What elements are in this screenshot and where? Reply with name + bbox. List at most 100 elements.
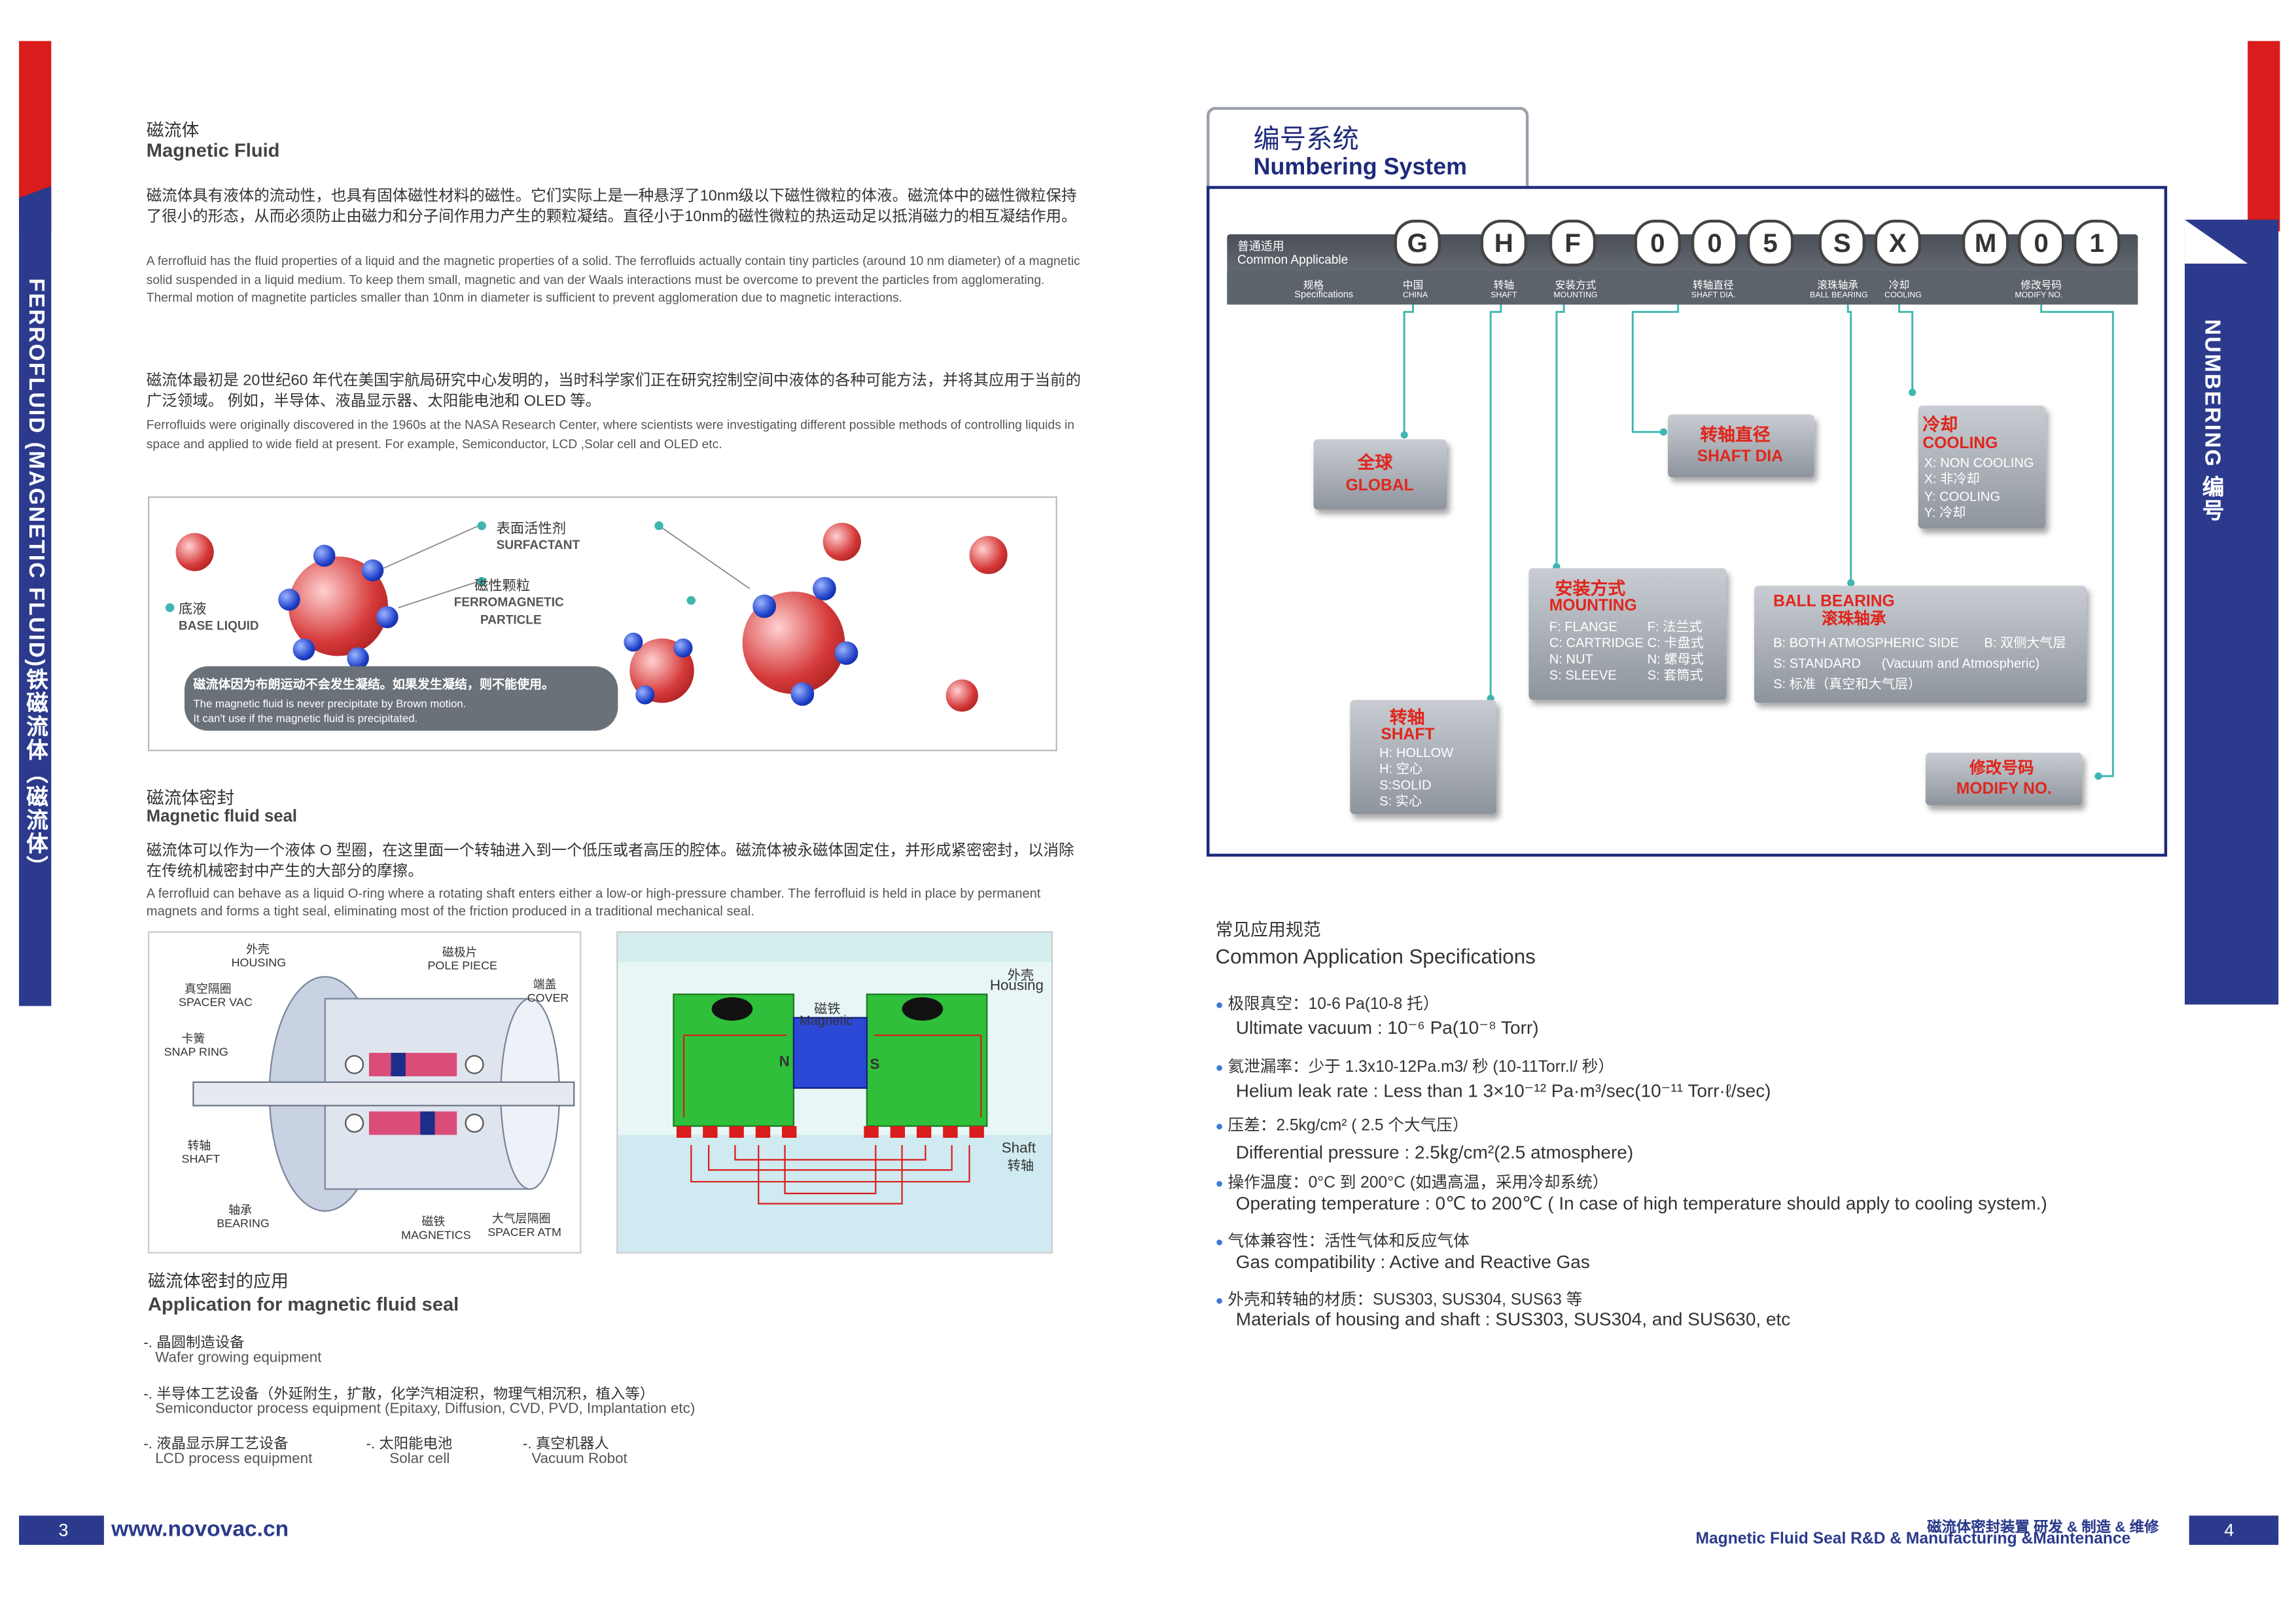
surfactant-dot	[624, 632, 643, 652]
field-label-en: MODIFY NO.	[2015, 291, 2063, 300]
seal-title-en: Magnetic fluid seal	[146, 808, 298, 826]
spec-item-en: Differential pressure : 2.5㎏/cm²(2.5 atm…	[1235, 1142, 1634, 1163]
magnetic-fluid-para1-cn: 磁流体具有液体的流动性，也具有固体磁性材料的磁性。它们实际上是一种悬浮了10nm…	[146, 187, 1077, 226]
code-letter: 0	[2017, 219, 2065, 267]
shaft-label-cn: 转轴	[187, 1139, 211, 1153]
right-sidebar	[2184, 219, 2279, 1005]
specs-title-cn: 常见应用规范	[1215, 919, 1321, 940]
global-card: 全球 GLOBAL	[1313, 439, 1447, 510]
left-sidebar-title: FERROFLUID (MAGNETIC FLUID)铁磁流体（磁流体）	[23, 278, 48, 879]
application-item-en: Vacuum Robot	[531, 1451, 627, 1468]
pole-label-en: POLE PIECE	[427, 959, 497, 973]
flux-magnet-cn: 磁铁	[814, 1001, 841, 1017]
magnetics-label-en: MAGNETICS	[401, 1228, 471, 1242]
housing-label-cn: 外壳	[245, 943, 270, 957]
code-letter: F	[1549, 219, 1597, 267]
seal-cutaway-drawing	[192, 976, 575, 1212]
code-letter: 0	[1634, 219, 1682, 267]
bullet-icon: ●	[1215, 1118, 1224, 1134]
surfactant-dot	[752, 594, 777, 618]
left-sidebar	[19, 186, 52, 1006]
spec-item-cn: ● 外壳和转轴的材质：SUS303, SUS304, SUS63 等	[1215, 1291, 1583, 1309]
flux-south: S	[870, 1057, 880, 1074]
code-letter: X	[1874, 219, 1922, 267]
spacer-vac-label-en: SPACER VAC	[179, 995, 253, 1009]
right-red-band	[2248, 41, 2280, 232]
ferro-label-cn: 磁性颗粒	[474, 578, 531, 595]
application-item-cn: -. 液晶显示屏工艺设备	[143, 1436, 289, 1453]
particle-diagram: 表面活性剂 SURFACTANT 磁性颗粒 FERROMAGNETIC PART…	[148, 496, 1057, 752]
numbering-tab: 编号系统 Numbering System	[1207, 107, 1529, 192]
surfactant-dot	[361, 559, 384, 582]
field-label-en: MOUNTING	[1553, 291, 1598, 300]
footer-tagline-en: Magnetic Fluid Seal R&D & Manufacturing …	[1695, 1530, 2131, 1548]
field-label-cn: 冷却	[1888, 281, 1910, 292]
magnetic-fluid-para2-cn: 磁流体最初是 20世纪60 年代在美国宇航局研究中心发明的，当时科学家们正在研究…	[146, 372, 1082, 410]
spec-item-cn: ● 氦泄漏率：少于 1.3x10-12Pa.m3/ 秒 (10-11Torr.l…	[1215, 1059, 1615, 1076]
field-label-cn: 转轴	[1493, 281, 1514, 292]
code-bar: 普通适用 Common Applicable 规格 Specifications…	[1227, 234, 2138, 305]
cover-label-en: COVER	[527, 991, 569, 1005]
snap-ring-label-en: SNAP RING	[164, 1045, 228, 1059]
magnetic-flux-diagram: 外壳 Housing 磁铁 Magnetic N S Shaft 转轴	[616, 931, 1053, 1254]
cooling-card: 冷却 COOLING X: NON COOLING X: 非冷却 Y: COOL…	[1918, 405, 2046, 529]
flux-housing-en: Housing	[989, 978, 1044, 995]
surfactant-dot	[813, 576, 836, 601]
application-item-cn: -. 晶圆制造设备	[143, 1335, 245, 1352]
left-page-number-box: 3	[19, 1515, 104, 1545]
specs-title-en: Common Application Specifications	[1215, 944, 1536, 968]
footer-tagline-cn: 磁流体密封装置 研发 & 制造 & 维修	[1927, 1520, 2159, 1536]
application-item-cn: -. 真空机器人	[522, 1436, 609, 1453]
base-liquid-label-en: BASE LIQUID	[179, 618, 259, 633]
spec-item-en: Gas compatibility : Active and Reactive …	[1235, 1252, 1590, 1273]
spec-item-en: Operating temperature : 0℃ to 200℃ ( In …	[1235, 1193, 2047, 1214]
snap-ring-label-cn: 卡簧	[181, 1032, 205, 1046]
bearing-label-en: BEARING	[217, 1216, 270, 1230]
mounting-card: 安装方式 MOUNTING F: FLANGE F: 法兰式 C: CARTRI…	[1528, 568, 1727, 700]
magnetics-label-cn: 磁铁	[421, 1215, 446, 1229]
code-letter: H	[1480, 219, 1528, 267]
flux-magnet-en: Magnetic	[799, 1013, 853, 1029]
seal-title-cn: 磁流体密封	[146, 788, 235, 809]
field-label-cn: 滚珠轴承	[1817, 281, 1858, 292]
flux-shaft-cn: 转轴	[1007, 1158, 1034, 1173]
ferro-particle-small	[175, 533, 214, 571]
ferro-particle-small	[822, 522, 861, 561]
numbering-tab-en: Numbering System	[1253, 155, 1467, 181]
application-title-cn: 磁流体密封的应用	[148, 1271, 289, 1292]
cover-label-cn: 端盖	[533, 978, 557, 992]
spec-item-cn: ● 操作温度：0°C 到 200°C (如遇高温，采用冷却系统）	[1215, 1174, 1609, 1192]
right-page-number-box: 4	[2189, 1515, 2279, 1545]
code-letter: 1	[2073, 219, 2121, 267]
field-label-en: CHINA	[1402, 291, 1428, 300]
surfactant-dot	[278, 588, 300, 611]
shaft-card: 转轴 SHAFT H: HOLLOW H: 空心 S:SOLID S: 实心	[1350, 699, 1497, 815]
magnetic-fluid-para1-en: A ferrofluid has the fluid properties of…	[146, 253, 1080, 305]
spacer-atm-label-cn: 大气层隔圈	[491, 1212, 551, 1226]
application-item-en: Wafer growing equipment	[155, 1350, 322, 1367]
field-label-en: BALL BEARING	[1810, 291, 1868, 300]
code-letter: S	[1818, 219, 1866, 267]
field-label-cn: 转轴直径	[1693, 281, 1734, 292]
code-bar-label1-en: Common Applicable	[1237, 251, 1349, 267]
surfactant-dot	[673, 638, 693, 658]
surfactant-dot	[292, 638, 315, 661]
seal-para-cn: 磁流体可以作为一个液体 O 型圈，在这里面一个转轴进入到一个低压或者高压的腔体。…	[146, 841, 1074, 881]
code-letter: M	[1962, 219, 2009, 267]
left-page-number: 3	[58, 1520, 69, 1541]
bullet-icon: ●	[1215, 1176, 1224, 1191]
flux-shaft-en: Shaft	[1001, 1140, 1036, 1157]
website-url[interactable]: www.novovac.cn	[111, 1517, 289, 1542]
field-label-cn: 修改号码	[2021, 281, 2062, 292]
surfactant-dot	[790, 682, 815, 706]
ferro-particle-small	[945, 679, 978, 712]
housing-label-en: HOUSING	[231, 956, 287, 970]
surfactant-label-en: SURFACTANT	[496, 537, 580, 552]
seal-cutaway-diagram: 外壳 HOUSING 磁极片 POLE PIECE 真空隔圈 SPACER VA…	[148, 931, 582, 1254]
bullet-icon: ●	[1215, 1060, 1224, 1075]
code-letter: G	[1394, 219, 1441, 267]
spec-item-en: Helium leak rate : Less than 1 3×10⁻¹² P…	[1235, 1080, 1771, 1101]
base-liquid-label-cn: 底液	[179, 601, 207, 618]
